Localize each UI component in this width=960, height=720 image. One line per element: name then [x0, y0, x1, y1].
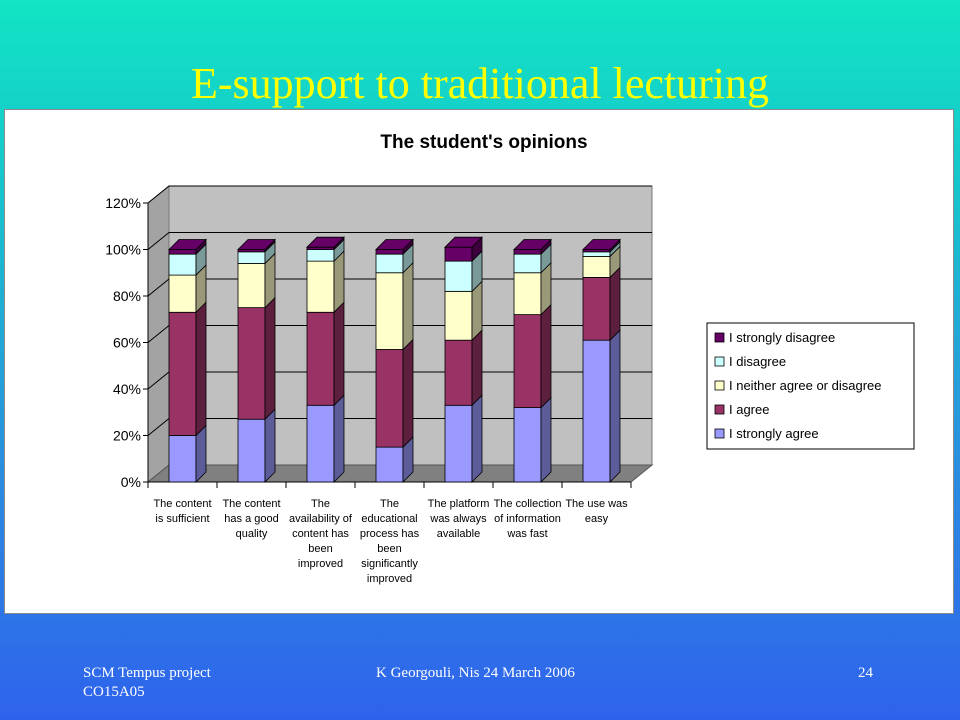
- y-tick-label: 80%: [113, 288, 141, 304]
- bar-segment: [444, 290, 473, 341]
- legend-label: I agree: [729, 402, 769, 417]
- bar-segment-side: [609, 266, 621, 342]
- bar-segment: [582, 256, 611, 278]
- y-tick-label: 40%: [113, 381, 141, 397]
- y-tick-label: 0%: [121, 474, 141, 490]
- bar-segment: [582, 276, 611, 341]
- bar-segment: [375, 272, 404, 350]
- page-number: 24: [858, 665, 873, 681]
- bar-segment: [513, 272, 542, 315]
- y-tick-label: 100%: [105, 242, 141, 258]
- bar-segment-side: [264, 408, 276, 483]
- bar-segment: [237, 307, 266, 420]
- bar-segment-side: [333, 394, 345, 483]
- bar-segment-side: [471, 329, 483, 407]
- bar-segment: [237, 251, 266, 264]
- bar-segment-side: [195, 301, 207, 437]
- bar-segment: [168, 435, 197, 483]
- legend-swatch: [714, 380, 725, 391]
- bar-segment: [375, 249, 404, 255]
- bar-segment-side: [402, 261, 414, 351]
- bar-segment: [306, 260, 335, 313]
- gridline: [147, 232, 652, 250]
- bar-top: [444, 236, 483, 248]
- slide-title: E-support to traditional lecturing: [191, 59, 769, 108]
- bar-segment: [168, 274, 197, 313]
- bar-top: [375, 239, 414, 250]
- bar-segment-side: [609, 329, 621, 483]
- bar-segment: [444, 246, 473, 262]
- bar-segment: [375, 446, 404, 483]
- bar-segment: [306, 404, 335, 483]
- bar-segment: [375, 253, 404, 274]
- footer-project: SCM Tempus project CO15A05: [83, 664, 283, 702]
- bar-segment: [237, 418, 266, 483]
- bar-segment-side: [540, 303, 552, 409]
- legend-swatch: [714, 404, 725, 415]
- y-tick-label: 20%: [113, 428, 141, 444]
- bar-segment-side: [402, 338, 414, 449]
- bar-segment: [306, 249, 335, 262]
- bar-segment: [237, 263, 266, 309]
- bar-segment: [513, 314, 542, 409]
- bar-segment: [168, 311, 197, 436]
- y-tick-label: 60%: [113, 335, 141, 351]
- footer-project-line1: SCM Tempus project: [83, 665, 211, 681]
- y-tick-label: 120%: [105, 195, 141, 211]
- bar-segment: [513, 253, 542, 274]
- bar-segment-side: [540, 396, 552, 483]
- bar-top: [582, 239, 621, 250]
- chart-title: The student's opinions: [380, 132, 587, 153]
- legend-label: I neither agree or disagree: [729, 378, 881, 393]
- legend-box: [706, 322, 915, 450]
- bar-segment: [582, 339, 611, 483]
- bar-segment: [444, 339, 473, 406]
- legend-swatch: [714, 428, 725, 439]
- legend-swatch: [714, 356, 725, 367]
- bar-segment-side: [471, 394, 483, 483]
- legend-label: I strongly disagree: [729, 330, 835, 345]
- footer-project-line2: CO15A05: [83, 684, 145, 700]
- bar-segment: [444, 404, 473, 483]
- bar-segment: [444, 260, 473, 292]
- bar-top: [306, 236, 345, 248]
- bar-segment: [513, 407, 542, 483]
- bar-segment-side: [333, 301, 345, 407]
- bar-segment: [375, 349, 404, 448]
- legend-swatch: [714, 332, 725, 343]
- bar-segment: [513, 249, 542, 255]
- bar-top: [513, 239, 552, 250]
- legend-label: I strongly agree: [729, 426, 819, 441]
- bar-segment: [168, 249, 197, 255]
- bar-segment-side: [333, 250, 345, 314]
- bar-top: [168, 239, 207, 250]
- gridline: [147, 185, 652, 204]
- bar-segment: [582, 251, 611, 257]
- bar-top: [237, 239, 276, 250]
- bar-segment-side: [264, 296, 276, 421]
- bar-segment: [306, 311, 335, 406]
- legend-label: I disagree: [729, 354, 786, 369]
- footer-author-date: K Georgouli, Nis 24 March 2006: [376, 665, 575, 681]
- bar-segment: [168, 253, 197, 276]
